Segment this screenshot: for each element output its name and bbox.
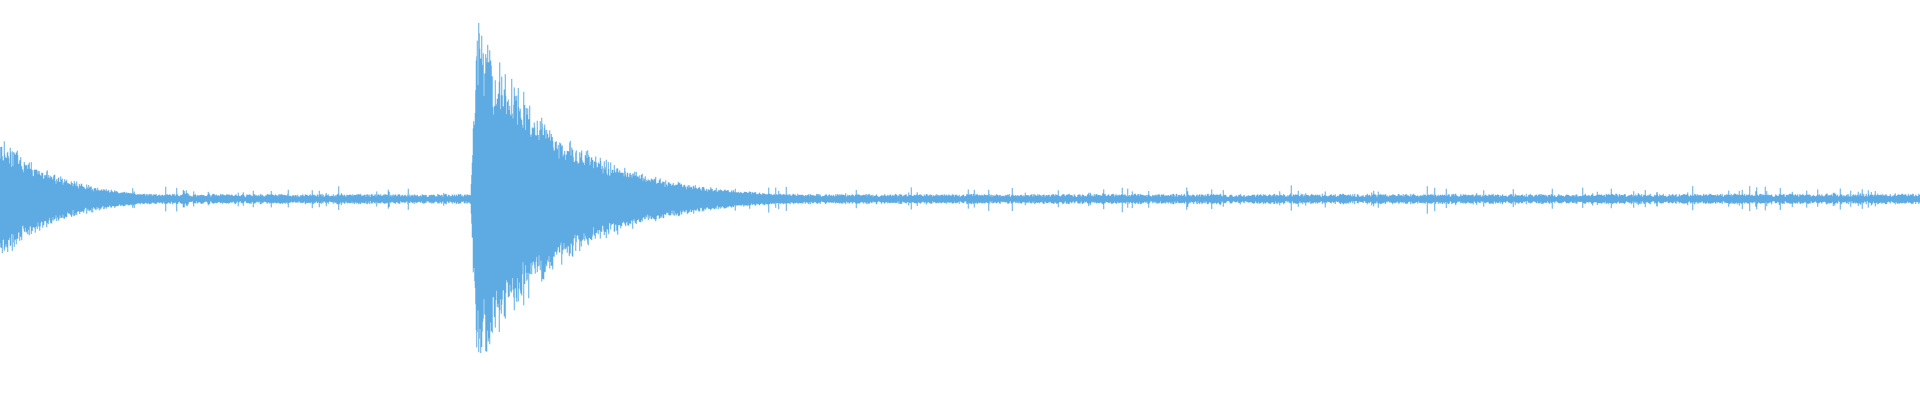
waveform-trace bbox=[0, 22, 1920, 353]
